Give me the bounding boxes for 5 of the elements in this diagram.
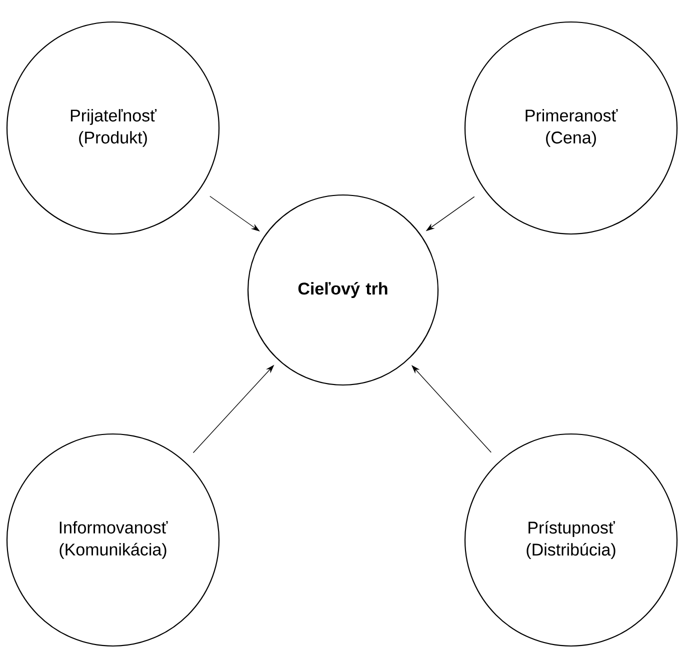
circle-node: Informovanosť (Komunikácia) — [6, 433, 220, 647]
circle-node: Prijateľnosť (Produkt) — [6, 21, 220, 235]
circle-node: Primeranosť (Cena) — [464, 21, 678, 235]
circle-node: Cieľový trh — [247, 194, 439, 386]
circle-node: Prístupnosť (Distribúcia) — [464, 433, 678, 647]
